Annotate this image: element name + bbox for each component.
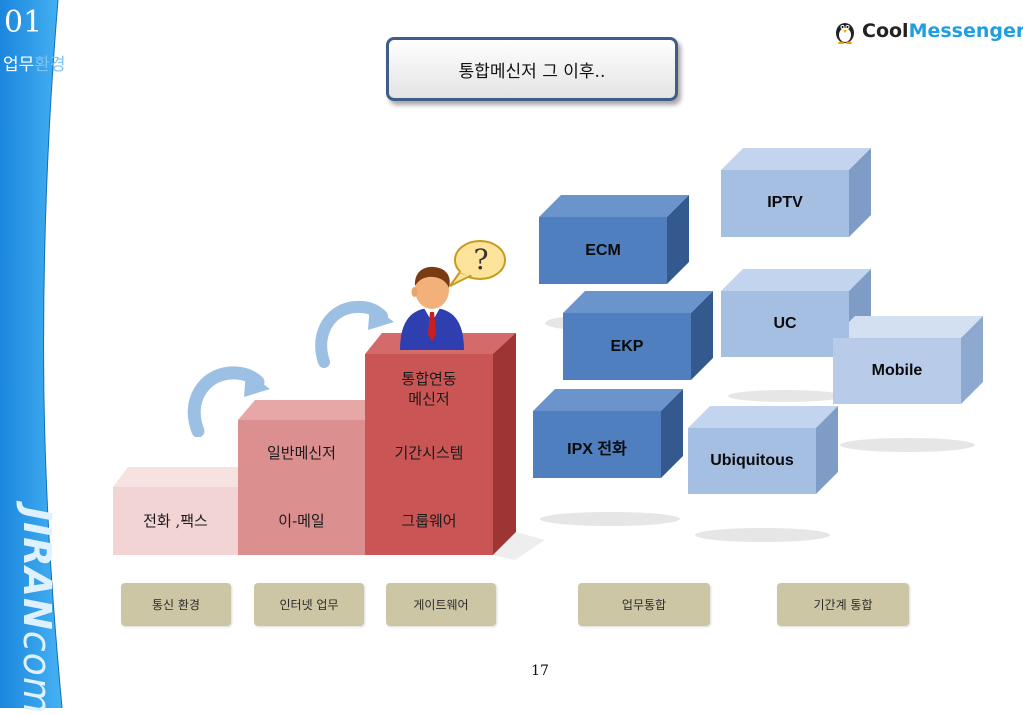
- step-3-row-3: 통합연동 메신저: [365, 354, 493, 420]
- cube-iptv: IPTV: [721, 170, 849, 237]
- logo-messenger: Messenger: [908, 20, 1023, 42]
- cube-ipx-phone: IPX 전화: [533, 411, 661, 478]
- side-band: [0, 0, 63, 708]
- brand-vertical-text: JIRANcom: [15, 507, 59, 715]
- curved-arrow-1-icon: [187, 366, 270, 437]
- businessman-icon: [400, 266, 464, 350]
- category-label: 통신 환경: [121, 583, 231, 626]
- cube-uc: UC: [721, 291, 849, 357]
- brand-vertical-light: com: [15, 630, 59, 715]
- page-number: 17: [531, 663, 549, 679]
- question-mark: ?: [473, 243, 489, 276]
- category-label: 인터넷 업무: [254, 583, 364, 626]
- step-3-row-1: 그룹웨어: [365, 487, 493, 555]
- cube-faces: [533, 148, 983, 494]
- section-title-main: 업무: [3, 55, 35, 75]
- section-title-tail: 환경: [34, 55, 66, 75]
- cube-ubiquitous: Ubiquitous: [688, 428, 816, 494]
- section-number: 01: [4, 5, 43, 40]
- step-1-row-1: 전화 ,팩스: [113, 487, 238, 555]
- curved-arrow-2-icon: [315, 300, 394, 368]
- slide-title: 통합메신저 그 이후..: [386, 37, 678, 101]
- step-2-row-1: 이-메일: [238, 487, 365, 555]
- cube-ekp: EKP: [563, 313, 691, 380]
- cube-mobile: Mobile: [833, 338, 961, 404]
- cube-shadow: [695, 528, 830, 542]
- step-2-row-2: 일반메신저: [238, 420, 365, 487]
- logo-cool: Cool: [862, 20, 909, 42]
- cube-shadow: [840, 438, 975, 452]
- brand-vertical-bold: JIRAN: [15, 507, 59, 631]
- cube-ecm: ECM: [539, 217, 667, 284]
- cube-shadow: [728, 390, 843, 402]
- category-label: 기간계 통합: [777, 583, 909, 626]
- category-label: 업무통합: [578, 583, 710, 626]
- cube-shadow: [540, 512, 680, 526]
- step-3-row-2: 기간시스템: [365, 420, 493, 487]
- penguin-icon: [836, 23, 854, 44]
- section-title: 업무환경: [3, 50, 66, 75]
- speech-bubble-icon: [449, 240, 506, 287]
- category-label: 게이트웨어: [386, 583, 496, 626]
